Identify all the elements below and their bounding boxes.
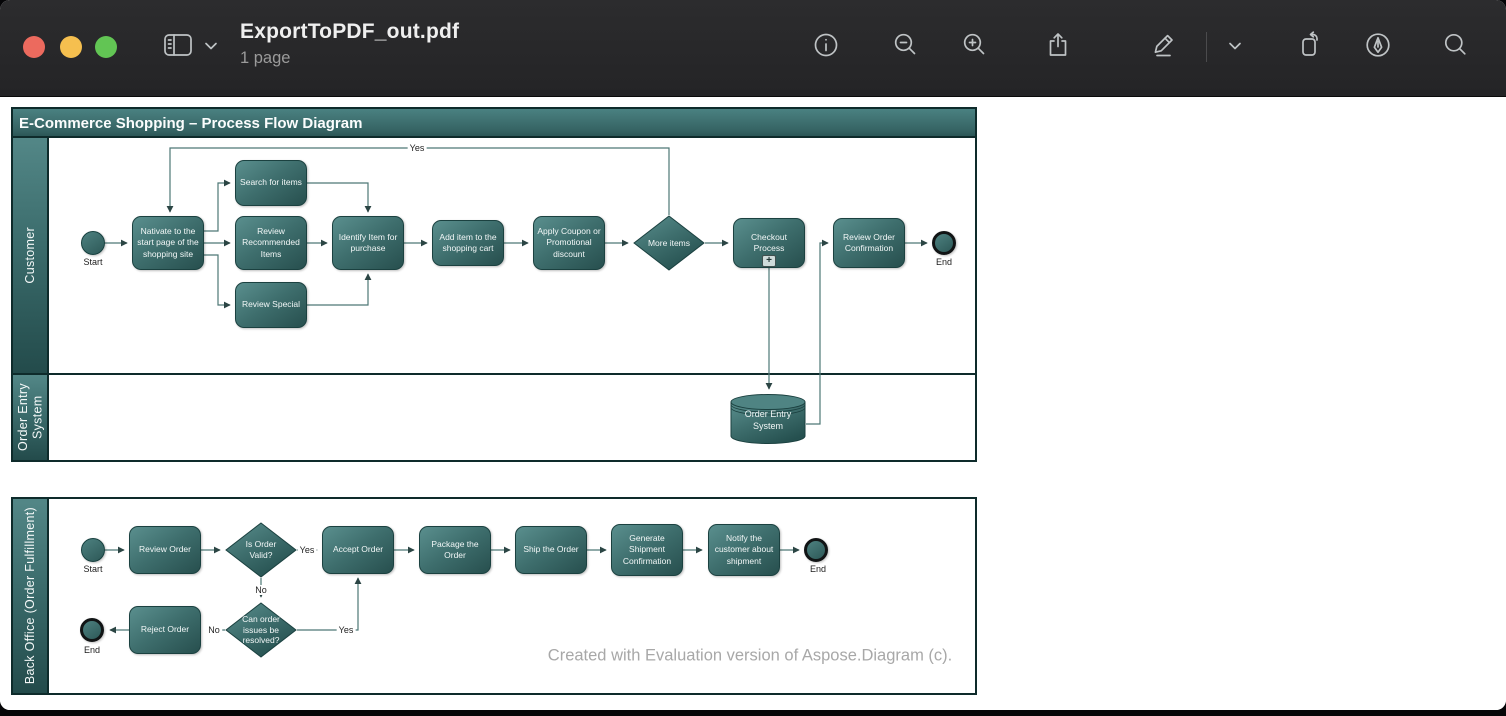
start-caption-2: Start: [83, 564, 103, 574]
pen-nib-icon: [1364, 31, 1392, 64]
edge-label-resolve-no: No: [206, 625, 222, 635]
node-review-special: Review Special: [235, 282, 307, 328]
edge-label-resolve-yes: Yes: [336, 625, 356, 635]
info-button[interactable]: [809, 30, 843, 64]
node-review-recommended: Review Recommended Items: [235, 216, 307, 270]
node-add-item: Add item to the shopping cart: [432, 220, 504, 266]
markup-options-button[interactable]: [1224, 36, 1246, 58]
node-notify-customer: Notify the customer about shipment: [708, 524, 780, 576]
lane-divider: [13, 373, 975, 375]
node-more-items-decision: More items: [633, 215, 705, 271]
node-review-confirmation: Review Order Confirmation: [833, 218, 905, 268]
share-button[interactable]: [1041, 30, 1075, 64]
evaluation-watermark: Created with Evaluation version of Aspos…: [547, 646, 953, 665]
end-caption-3: End: [83, 645, 100, 655]
info-icon: [812, 31, 840, 64]
sidebar-icon: [162, 31, 194, 64]
node-issues-resolved-decision: Can order issues be resolved?: [225, 602, 297, 658]
close-button[interactable]: [23, 36, 45, 58]
search-button[interactable]: [1438, 30, 1472, 64]
chevron-down-icon: [204, 38, 218, 56]
lane-order-entry-system: Order Entry System: [13, 375, 49, 460]
lane-back-office: Back Office (Order Fulfillment): [13, 499, 49, 693]
edge-label-valid-no: No: [253, 585, 269, 595]
lane-customer: Customer: [13, 138, 49, 373]
diagram-frame-ecommerce: E-Commerce Shopping – Process Flow Diagr…: [11, 107, 977, 462]
rotate-left-icon: [1296, 30, 1324, 64]
end-event-backoffice-top: [804, 538, 828, 562]
minimize-button[interactable]: [60, 36, 82, 58]
document-page-count: 1 page: [240, 49, 291, 67]
document-title-block: ExportToPDF_out.pdf 1 page: [240, 20, 459, 68]
pen-tool-button[interactable]: [1361, 30, 1395, 64]
zoom-in-icon: [960, 31, 988, 64]
zoom-in-button[interactable]: [957, 30, 991, 64]
share-icon: [1044, 31, 1072, 64]
edge-label-yes-loop: Yes: [407, 143, 427, 153]
node-ship-order: Ship the Order: [515, 526, 587, 574]
markup-pencil-icon: [1149, 31, 1177, 64]
end-caption: End: [935, 257, 952, 267]
toolbar-separator: [1206, 32, 1207, 62]
end-caption-2: End: [809, 564, 826, 574]
end-event-backoffice-bottom: [80, 618, 104, 642]
start-event-customer: [81, 231, 105, 255]
start-caption: Start: [83, 257, 103, 267]
node-search-items: Search for items: [235, 160, 307, 206]
node-generate-confirmation: Generate Shipment Confirmation: [611, 524, 683, 576]
node-navigate: Nativate to the start page of the shoppi…: [132, 216, 204, 270]
toolbar: ExportToPDF_out.pdf 1 page: [0, 0, 1506, 97]
sidebar-toggle-button[interactable]: [158, 30, 198, 64]
zoom-window-button[interactable]: [95, 36, 117, 58]
sidebar-menu-button[interactable]: [200, 36, 222, 58]
rotate-button[interactable]: [1293, 30, 1327, 64]
subprocess-plus-icon: +: [762, 255, 776, 267]
node-accept-order: Accept Order: [322, 526, 394, 574]
node-package-order: Package the Order: [419, 526, 491, 574]
node-apply-coupon: Apply Coupon or Promotional discount: [533, 216, 605, 270]
edge-label-valid-yes: Yes: [297, 545, 317, 555]
end-event-customer: [932, 231, 956, 255]
zoom-out-icon: [891, 31, 919, 64]
pdf-page-view[interactable]: E-Commerce Shopping – Process Flow Diagr…: [0, 97, 1506, 710]
node-identify-item: Identify Item for purchase: [332, 216, 404, 270]
node-order-entry-datastore: Order Entry System: [730, 393, 806, 445]
search-icon: [1441, 31, 1469, 64]
node-review-order: Review Order: [129, 526, 201, 574]
markup-button[interactable]: [1146, 30, 1180, 64]
node-is-order-valid-decision: Is Order Valid?: [225, 522, 297, 578]
desktop-strip: [0, 710, 1506, 716]
node-reject-order: Reject Order: [129, 606, 201, 654]
document-title: ExportToPDF_out.pdf: [240, 20, 460, 43]
markup-chevron-icon: [1228, 38, 1242, 56]
diagram-title: E-Commerce Shopping – Process Flow Diagr…: [13, 109, 975, 138]
start-event-backoffice: [81, 538, 105, 562]
zoom-out-button[interactable]: [888, 30, 922, 64]
